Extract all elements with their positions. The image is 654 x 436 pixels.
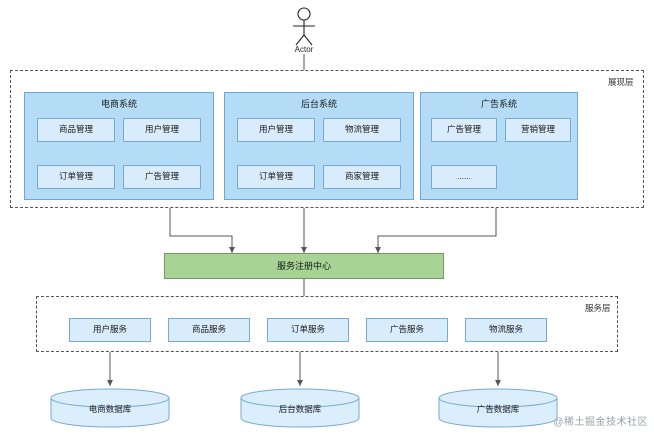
service-box-order[interactable]: 订单服务	[267, 318, 349, 342]
connector-systems-to-registry	[169, 208, 497, 253]
service-box-user[interactable]: 用户服务	[69, 318, 151, 342]
database-label-backend: 后台数据库	[278, 404, 322, 414]
database-label-ecommerce: 电商数据库	[88, 404, 132, 414]
module-box-ecommerce-2[interactable]: 订单管理	[37, 165, 115, 189]
module-box-backend-2[interactable]: 订单管理	[237, 165, 315, 189]
module-box-advertising-2[interactable]: ......	[431, 165, 497, 189]
module-box-backend-3[interactable]: 商家管理	[323, 165, 401, 189]
presentation-layer-label: 展现层	[608, 77, 634, 87]
database-cylinder-0	[50, 388, 170, 428]
database-ecommerce[interactable]: 电商数据库	[51, 389, 169, 429]
module-box-advertising-1[interactable]: 营销管理	[505, 118, 571, 142]
module-box-ecommerce-3[interactable]: 广告管理	[123, 165, 201, 189]
module-box-ecommerce-0[interactable]: 商品管理	[37, 118, 115, 142]
service-registry-box[interactable]: 服务注册中心	[164, 253, 444, 279]
database-cylinder-1	[240, 388, 360, 428]
database-backend[interactable]: 后台数据库	[241, 389, 359, 429]
service-box-advertising[interactable]: 广告服务	[366, 318, 448, 342]
service-layer-label: 服务层	[585, 303, 611, 313]
system-title-advertising: 广告系统	[480, 99, 517, 109]
module-box-ecommerce-1[interactable]: 用户管理	[123, 118, 201, 142]
module-box-backend-0[interactable]: 用户管理	[237, 118, 315, 142]
service-box-product[interactable]: 商品服务	[168, 318, 250, 342]
system-title-backend: 后台系统	[300, 99, 337, 109]
database-advertising[interactable]: 广告数据库	[439, 389, 557, 429]
presentation-layer	[10, 70, 644, 208]
watermark: @稀土掘金技术社区	[553, 417, 648, 428]
service-layer	[36, 296, 618, 352]
module-box-advertising-0[interactable]: 广告管理	[431, 118, 497, 142]
database-cylinder-2	[438, 388, 558, 428]
actor-label: Actor	[294, 45, 314, 54]
database-label-advertising: 广告数据库	[476, 404, 520, 414]
actor-icon	[293, 7, 315, 46]
system-title-ecommerce: 电商系统	[100, 99, 137, 109]
module-box-backend-1[interactable]: 物流管理	[323, 118, 401, 142]
service-box-logistics[interactable]: 物流服务	[465, 318, 547, 342]
connector-services-to-databases	[107, 352, 501, 386]
